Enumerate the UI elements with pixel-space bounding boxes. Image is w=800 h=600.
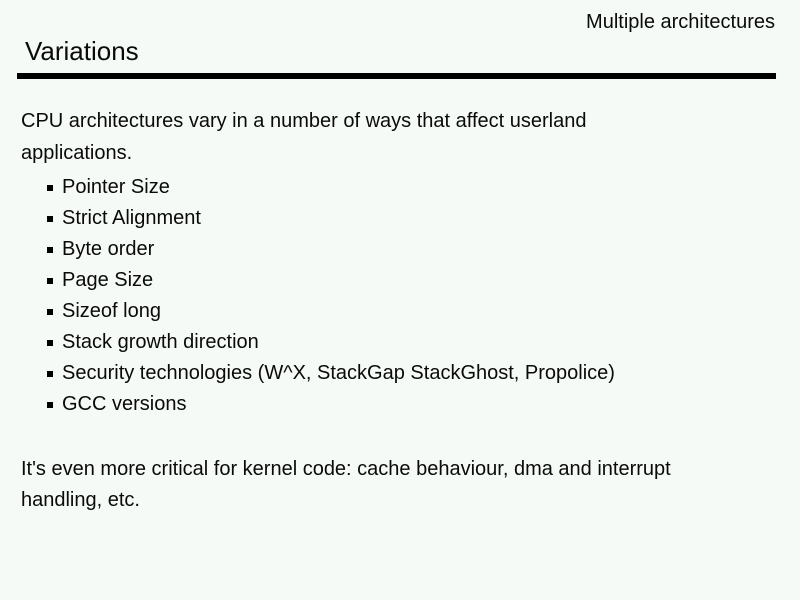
square-bullet-icon: [47, 340, 53, 346]
intro-line: applications.: [21, 142, 133, 164]
square-bullet-icon: [47, 309, 53, 315]
list-item-label: Sizeof long: [62, 300, 161, 322]
list-item: Security technologies (W^X, StackGap Sta…: [47, 358, 792, 389]
list-item: Byte order: [47, 234, 792, 265]
outro-line: handling, etc.: [21, 489, 140, 511]
slide-context-label: Multiple architectures: [586, 11, 775, 33]
list-item-label: Page Size: [62, 269, 154, 291]
list-item-label: Strict Alignment: [62, 207, 201, 229]
outro-line: It's even more critical for kernel code:…: [21, 458, 671, 480]
square-bullet-icon: [47, 278, 53, 284]
square-bullet-icon: [47, 185, 53, 191]
outro-paragraph: It's even more critical for kernel code:…: [21, 454, 792, 516]
list-item-label: Pointer Size: [62, 176, 170, 198]
variation-bullet-list: Pointer Size Strict Alignment Byte order…: [21, 172, 792, 420]
slide-title: Variations: [25, 36, 139, 66]
list-item-label: Security technologies (W^X, StackGap Sta…: [62, 362, 615, 384]
list-item: Pointer Size: [47, 172, 792, 203]
list-item: Stack growth direction: [47, 327, 792, 358]
square-bullet-icon: [47, 402, 53, 408]
list-item-label: Byte order: [62, 238, 155, 260]
title-underline-rule: [17, 73, 776, 79]
list-item-label: GCC versions: [62, 393, 187, 415]
list-item: Page Size: [47, 265, 792, 296]
intro-line: CPU architectures vary in a number of wa…: [21, 110, 587, 132]
square-bullet-icon: [47, 371, 53, 377]
list-item: Strict Alignment: [47, 203, 792, 234]
slide-body: CPU architectures vary in a number of wa…: [21, 105, 792, 516]
list-item: GCC versions: [47, 389, 792, 420]
intro-paragraph: CPU architectures vary in a number of wa…: [21, 105, 792, 169]
list-item-label: Stack growth direction: [62, 331, 259, 353]
list-item: Sizeof long: [47, 296, 792, 327]
square-bullet-icon: [47, 216, 53, 222]
square-bullet-icon: [47, 247, 53, 253]
